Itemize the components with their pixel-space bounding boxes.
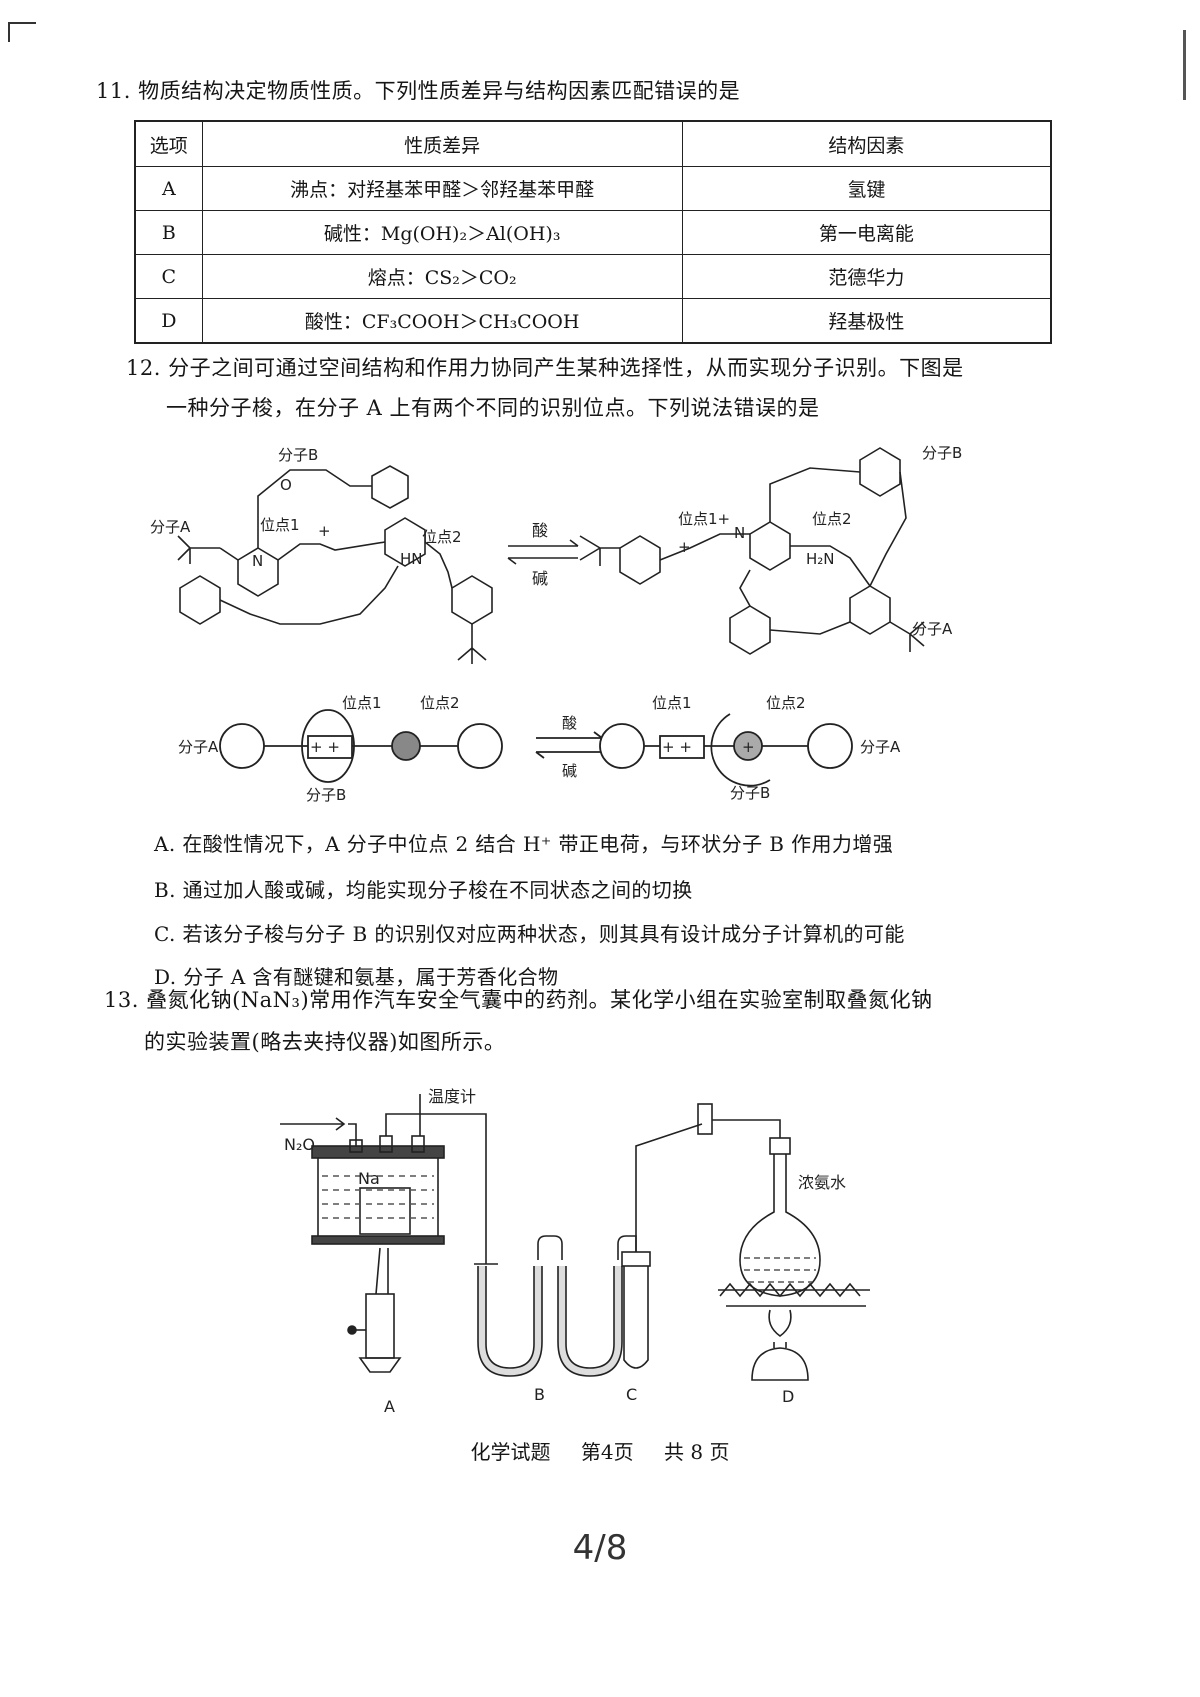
table-header: 选项: [134, 120, 203, 167]
schem-label-molecule-a-left: 分子A: [178, 738, 219, 756]
label-o-left: O: [280, 476, 292, 494]
schem-plus-right: +: [742, 738, 755, 756]
schem-label-site2-left: 位点2: [420, 694, 460, 712]
q11-stem: 11. 物质结构决定物质性质。下列性质差异与结构因素匹配错误的是: [96, 79, 741, 103]
table-row: C 熔点：CS₂＞CO₂ 范德华力: [134, 254, 1052, 299]
page-footer: 化学试题 第4页 共 8 页: [0, 1436, 1200, 1465]
label-base: 碱: [532, 569, 548, 588]
label-na: Na: [358, 1169, 380, 1188]
page-indicator: 4/8: [572, 1528, 628, 1568]
table-cell: 碱性：Mg(OH)₂＞Al(OH)₃: [201, 210, 683, 255]
q12-option-d: D. 分子 A 含有醚键和氨基，属于芳香化合物: [154, 965, 559, 989]
scan-edge-mark: [1183, 30, 1186, 100]
footer-page: 第4页: [580, 1440, 634, 1464]
label-apparatus-b: B: [534, 1385, 545, 1404]
label-molecule-a-right: 分子A: [912, 620, 953, 638]
label-n-left: N: [252, 552, 263, 570]
schem-plusplus-right: + +: [662, 738, 692, 756]
label-site2-right: 位点2: [812, 510, 852, 528]
label-site1plus-right: 位点1+: [678, 510, 730, 528]
table-header: 性质差异: [201, 120, 683, 167]
table-cell: 酸性：CF₃COOH＞CH₃COOH: [201, 298, 683, 344]
q12-option-b: B. 通过加人酸或碱，均能实现分子梭在不同状态之间的切换: [154, 878, 693, 902]
footer-subject: 化学试题: [470, 1440, 551, 1464]
table-row: D 酸性：CF₃COOH＞CH₃COOH 羟基极性: [134, 298, 1052, 344]
schem-label-site2-right: 位点2: [766, 694, 806, 712]
table-row: B 碱性：Mg(OH)₂＞Al(OH)₃ 第一电离能: [134, 210, 1052, 255]
schem-label-molecule-b-left: 分子B: [306, 786, 346, 804]
schem-label-molecule-a-right: 分子A: [860, 738, 901, 756]
label-plus-left: +: [318, 522, 331, 540]
label-thermometer: 温度计: [428, 1087, 476, 1106]
table-cell: 第一电离能: [681, 210, 1052, 255]
schem-label-site1-right: 位点1: [652, 694, 692, 712]
table-header: 结构因素: [681, 120, 1052, 167]
shuttle-schematic: 分子A + + 位点1 位点2 分子B 酸 碱 + + + 位点1 位点2 分子…: [178, 694, 901, 804]
table-cell: B: [134, 210, 203, 255]
table-cell: 羟基极性: [681, 298, 1052, 344]
q12-stem: 12. 分子之间可通过空间结构和作用力协同产生某种选择性，从而实现分子识别。下图…: [126, 353, 1086, 423]
q12-stem-line2: 一种分子梭，在分子 A 上有两个不同的识别位点。下列说法错误的是: [166, 396, 820, 420]
table-cell: C: [134, 254, 203, 299]
label-acid: 酸: [532, 521, 548, 540]
table-cell: 沸点：对羟基苯甲醛＞邻羟基苯甲醛: [201, 166, 683, 211]
label-apparatus-a: A: [384, 1397, 395, 1416]
footer-total: 共 8 页: [664, 1440, 730, 1464]
schem-label-site1-left: 位点1: [342, 694, 382, 712]
apparatus-figure: N₂O 温度计 Na 浓氨水 A B C D: [280, 1087, 870, 1416]
q11-table: 选项 性质差异 结构因素 A 沸点：对羟基苯甲醛＞邻羟基苯甲醛 氢键 B 碱性：…: [134, 120, 1052, 344]
label-molecule-b-right: 分子B: [922, 444, 962, 462]
q12-option-c: C. 若该分子梭与分子 B 的识别仅对应两种状态，则其具有设计成分子计算机的可能: [154, 922, 905, 946]
label-molecule-a-left: 分子A: [150, 518, 191, 536]
table-cell: 氢键: [681, 166, 1052, 211]
label-n2o: N₂O: [284, 1135, 315, 1154]
schem-label-acid: 酸: [562, 714, 577, 732]
q12-stem-line1: 12. 分子之间可通过空间结构和作用力协同产生某种选择性，从而实现分子识别。下图…: [126, 356, 964, 380]
label-apparatus-c: C: [626, 1385, 637, 1404]
schem-label-base: 碱: [562, 762, 577, 780]
scan-corner-mark: [8, 22, 36, 42]
table-cell: A: [134, 166, 203, 211]
label-plus-right: +: [678, 538, 691, 556]
molecular-shuttle-figure: 分子A 分子B 位点1 位点2 HN N + O 酸 碱 分子B 位点1+ 位点…: [150, 444, 962, 664]
table-cell: 熔点：CS₂＞CO₂: [201, 254, 683, 299]
table-header-row: 选项 性质差异 结构因素: [134, 120, 1052, 167]
label-molecule-b-left: 分子B: [278, 446, 318, 464]
q13-stem-line2: 的实验装置(略去夹持仪器)如图所示。: [144, 1030, 506, 1054]
label-hn: HN: [400, 550, 423, 568]
table-cell: 范德华力: [681, 254, 1052, 299]
label-site1-left: 位点1: [260, 516, 300, 534]
q13-stem-line1: 13. 叠氮化钠(NaN₃)常用作汽车安全气囊中的药剂。某化学小组在实验室制取叠…: [104, 988, 933, 1012]
label-n-right: N: [734, 524, 745, 542]
label-apparatus-d: D: [782, 1387, 794, 1406]
q13-stem: 13. 叠氮化钠(NaN₃)常用作汽车安全气囊中的药剂。某化学小组在实验室制取叠…: [104, 985, 1084, 1057]
label-ammonia: 浓氨水: [798, 1173, 846, 1192]
q12-option-a: A. 在酸性情况下，A 分子中位点 2 结合 H⁺ 带正电荷，与环状分子 B 作…: [154, 832, 894, 856]
table-row: A 沸点：对羟基苯甲醛＞邻羟基苯甲醛 氢键: [134, 166, 1052, 211]
table-cell: D: [134, 298, 203, 344]
label-site2-left: 位点2: [422, 528, 462, 546]
schem-label-molecule-b-right: 分子B: [730, 784, 770, 802]
label-h2n: H₂N: [806, 550, 835, 568]
schem-plusplus-left: + +: [310, 738, 340, 756]
